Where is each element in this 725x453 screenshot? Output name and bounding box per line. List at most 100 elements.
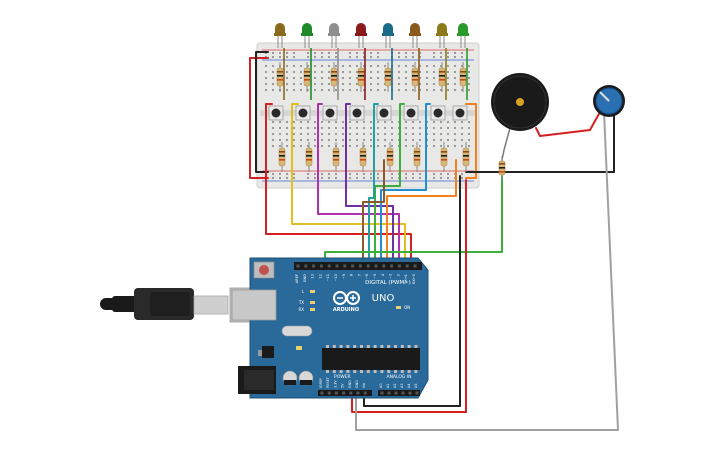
led-4[interactable] bbox=[355, 23, 367, 48]
wire-purple-button4[interactable] bbox=[345, 103, 394, 263]
resistor-piezo[interactable] bbox=[498, 156, 506, 180]
wire-black-pot[interactable] bbox=[465, 111, 615, 173]
digital-pin-label: AREF bbox=[295, 274, 299, 283]
wire-brown[interactable] bbox=[362, 159, 385, 263]
voltage-regulator bbox=[258, 346, 274, 358]
pushbutton-2[interactable] bbox=[295, 105, 311, 121]
led-label-tx: TX bbox=[298, 300, 304, 305]
digital-pin-label: ~5 bbox=[373, 274, 377, 279]
analog-pin-label: A0 bbox=[379, 384, 383, 388]
smd-component bbox=[296, 346, 302, 350]
capacitors bbox=[282, 370, 314, 386]
digital-pin-label: 2 bbox=[396, 274, 400, 276]
potentiometer[interactable] bbox=[593, 85, 625, 117]
resistor-top-3[interactable] bbox=[330, 48, 339, 100]
led-label-l: L bbox=[302, 289, 305, 294]
digital-pin-label: 4 bbox=[381, 273, 385, 276]
resistor-top-2[interactable] bbox=[303, 48, 312, 100]
wire-teal[interactable] bbox=[368, 103, 379, 263]
resistor-bottom-5[interactable] bbox=[386, 142, 394, 172]
led-2[interactable] bbox=[301, 23, 313, 48]
arduino-logo bbox=[333, 291, 360, 305]
resistor-bottom-7[interactable] bbox=[440, 142, 448, 172]
led-label-rx: RX bbox=[298, 307, 304, 312]
usb-cable bbox=[100, 287, 275, 323]
wire-gray-pot-a0[interactable] bbox=[355, 111, 619, 431]
digital-pin-label: RX←0 bbox=[412, 273, 416, 284]
wire-black-rail-left[interactable] bbox=[255, 51, 269, 173]
on-label: ON bbox=[404, 305, 410, 310]
led-6[interactable] bbox=[409, 23, 421, 48]
analog-header-label: ANALOG IN bbox=[386, 374, 411, 380]
usb-port bbox=[231, 289, 277, 321]
power-header-label: POWER bbox=[334, 374, 351, 380]
led-1[interactable] bbox=[274, 23, 286, 48]
resistor-bottom-4[interactable] bbox=[359, 142, 367, 172]
pushbutton-1[interactable] bbox=[268, 105, 284, 121]
power-pin-label: 3.3V bbox=[333, 380, 337, 388]
resistor-top-4[interactable] bbox=[357, 48, 366, 100]
analog-pin-label: A5 bbox=[414, 384, 418, 388]
analog-pin-label: A4 bbox=[407, 384, 411, 388]
resistor-bottom-6[interactable] bbox=[413, 142, 421, 172]
wire-magenta-button3[interactable] bbox=[317, 103, 400, 263]
brand-label: ARDUINO bbox=[333, 307, 359, 313]
analog-pin-label: A3 bbox=[400, 384, 404, 388]
pushbutton-8[interactable] bbox=[452, 105, 468, 121]
resistor-top-8[interactable] bbox=[459, 48, 468, 100]
wire-yellow-button2[interactable] bbox=[291, 103, 406, 263]
pushbutton-row bbox=[268, 105, 468, 121]
pushbutton-6[interactable] bbox=[403, 105, 419, 121]
power-pin-label: GND bbox=[355, 380, 359, 388]
analog-header bbox=[378, 390, 420, 396]
resistor-row-top bbox=[276, 48, 468, 100]
pushbutton-3[interactable] bbox=[322, 105, 338, 121]
wire-red-button1[interactable] bbox=[265, 103, 412, 263]
digital-pin-label: ~6 bbox=[365, 273, 369, 279]
digital-pin-label: ~9 bbox=[342, 273, 346, 279]
resistor-bottom-2[interactable] bbox=[305, 142, 313, 172]
resistor-top-7[interactable] bbox=[438, 48, 447, 100]
wire-red-rail-left[interactable] bbox=[249, 57, 269, 179]
resistor-bottom-3[interactable] bbox=[332, 142, 340, 172]
pushbutton-4[interactable] bbox=[349, 105, 365, 121]
pushbutton-7[interactable] bbox=[430, 105, 446, 121]
wire-blue-button7[interactable] bbox=[380, 103, 431, 263]
model-label: UNO bbox=[372, 293, 395, 304]
digital-pin-label: ~11 bbox=[326, 274, 330, 282]
reset-button[interactable] bbox=[253, 261, 275, 279]
wire-gray-piezo[interactable] bbox=[501, 127, 511, 161]
piezo-buzzer[interactable] bbox=[491, 73, 549, 131]
wire-red-piezo[interactable] bbox=[535, 111, 601, 137]
resistor-bottom-8[interactable] bbox=[462, 142, 470, 172]
led-3[interactable] bbox=[328, 23, 340, 48]
resistor-bottom-1[interactable] bbox=[278, 142, 286, 172]
wire-green-button6[interactable] bbox=[374, 103, 405, 263]
wire-orange-right[interactable] bbox=[465, 103, 477, 179]
resistor-top-6[interactable] bbox=[411, 48, 420, 100]
wire-orange-led[interactable] bbox=[386, 159, 457, 263]
digital-pin-label: 12 bbox=[318, 274, 322, 279]
led-7[interactable] bbox=[436, 23, 448, 48]
resistor-top-5[interactable] bbox=[384, 48, 393, 100]
atmega-chip bbox=[322, 345, 420, 373]
breadboard[interactable] bbox=[256, 42, 480, 189]
led-8[interactable] bbox=[457, 23, 469, 48]
led-5[interactable] bbox=[382, 23, 394, 48]
digital-pin-label: 13 bbox=[311, 274, 315, 279]
digital-header bbox=[294, 262, 422, 270]
wire-green-piezo[interactable] bbox=[324, 175, 503, 263]
resistor-top-1[interactable] bbox=[276, 48, 285, 100]
power-pin-label: IOREF bbox=[319, 378, 323, 388]
pushbutton-5[interactable] bbox=[376, 105, 392, 121]
led-row bbox=[274, 23, 469, 48]
crystal-oscillator bbox=[281, 325, 313, 337]
wire-red-5v[interactable] bbox=[351, 179, 467, 413]
resistor-row-bottom bbox=[278, 142, 470, 172]
digital-pin-label: ~3 bbox=[389, 274, 393, 279]
